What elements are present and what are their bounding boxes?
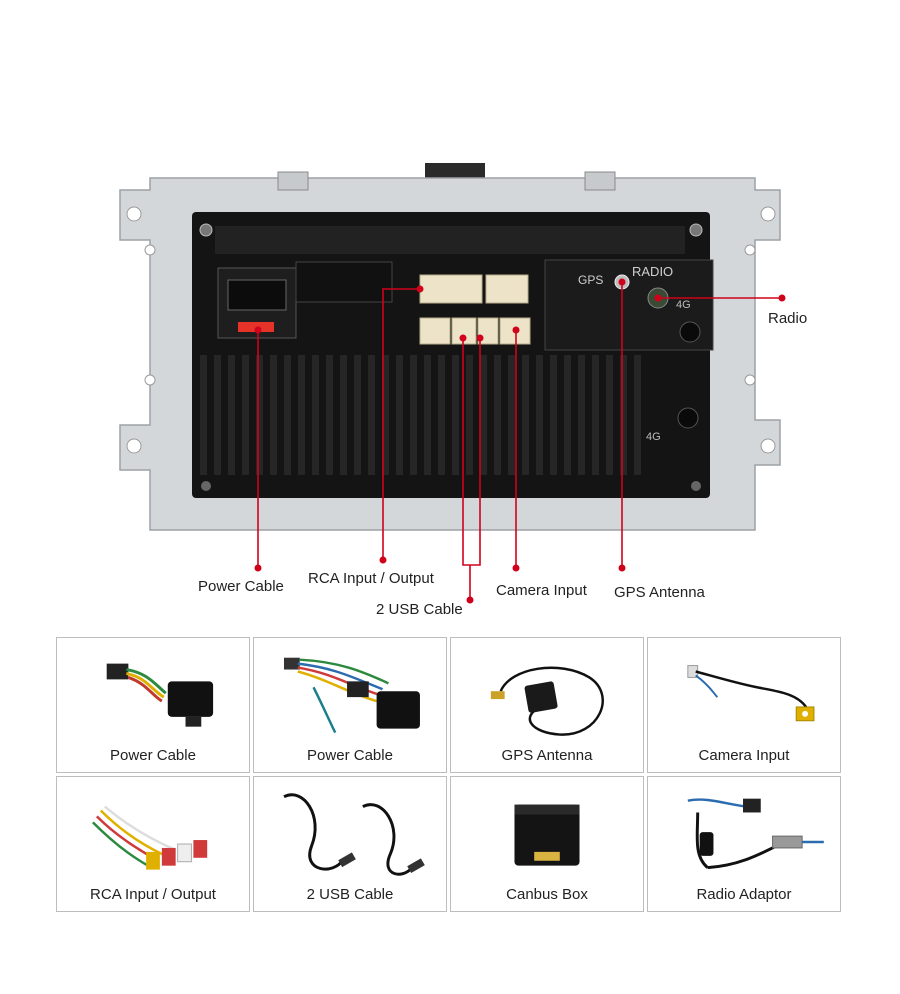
- mount-hole: [744, 244, 756, 256]
- canbus-box-icon: [514, 804, 580, 866]
- accessory-label: GPS Antenna: [501, 747, 593, 764]
- power-harness-icon: [283, 657, 420, 734]
- heatsink-fin: [452, 355, 459, 475]
- screw: [199, 223, 213, 237]
- heatsink-fin: [284, 355, 291, 475]
- head-unit-rear-view: GPS RADIO 4G 4G: [119, 163, 786, 604]
- heatsink-fin: [396, 355, 403, 475]
- callout-lines: [257, 282, 782, 600]
- rca-connector: [419, 274, 483, 304]
- heatsink-fin: [410, 355, 417, 475]
- mount-hole: [144, 374, 156, 386]
- accessory-card: GPS Antenna: [450, 637, 644, 773]
- heatsink-fin: [494, 355, 501, 475]
- gps-port-label: GPS: [578, 273, 603, 287]
- mount-hole: [744, 374, 756, 386]
- heatsink-fin: [578, 355, 585, 475]
- accessories-grid: Power Cable Power Cable GPS Antenna: [56, 637, 841, 912]
- rear-panel: [192, 212, 710, 498]
- heatsink-fin: [270, 355, 277, 475]
- power-harness-icon: [106, 663, 214, 727]
- heatsink-fin: [326, 355, 333, 475]
- callout-radio: Radio: [768, 310, 808, 327]
- radio-adaptor-icon: [687, 798, 824, 870]
- fuse: [238, 322, 274, 332]
- heatsink-fin: [228, 355, 235, 475]
- heatsink-fin: [368, 355, 375, 475]
- port-4g-top-hole: [679, 321, 701, 343]
- accessory-card: Camera Input: [647, 637, 841, 773]
- port-4g-bottom-label: 4G: [646, 431, 661, 443]
- accessory-card: Power Cable: [56, 637, 250, 773]
- heatsink-fin: [214, 355, 221, 475]
- callout-gps-antenna: GPS Antenna: [614, 584, 705, 601]
- screw: [689, 223, 703, 237]
- accessory-card: Radio Adaptor: [647, 776, 841, 912]
- mount-hole: [126, 206, 142, 222]
- heatsink-fin: [438, 355, 445, 475]
- heatsink-fin: [424, 355, 431, 475]
- heatsink-fin: [592, 355, 599, 475]
- heatsink-fin: [508, 355, 515, 475]
- clip: [584, 171, 616, 191]
- accessory-label: Power Cable: [110, 747, 196, 764]
- accessory-card: Canbus Box: [450, 776, 644, 912]
- callout-rca-input-output: RCA Input / Output: [308, 570, 434, 587]
- usb-cable-icon: [283, 793, 425, 876]
- mount-hole: [126, 438, 142, 454]
- gps-antenna-icon: [490, 666, 604, 736]
- heatsink-fin: [564, 355, 571, 475]
- heatsink-fin: [200, 355, 207, 475]
- heatsink-fin: [522, 355, 529, 475]
- accessory-label: Camera Input: [698, 747, 790, 764]
- accessory-label: Power Cable: [307, 747, 393, 764]
- accessory-label: RCA Input / Output: [90, 886, 216, 903]
- heatsink-fin: [634, 355, 641, 475]
- heatsink-fin: [340, 355, 347, 475]
- rca-connector-2: [485, 274, 529, 304]
- accessory-card: RCA Input / Output: [56, 776, 250, 912]
- mount-hole: [760, 438, 776, 454]
- accessory-card: 2 USB Cable: [253, 776, 447, 912]
- clip: [277, 171, 309, 191]
- heatsink-fin: [466, 355, 473, 475]
- mount-hole: [144, 244, 156, 256]
- callout-camera-input: Camera Input: [496, 582, 587, 599]
- heatsink-fin: [620, 355, 627, 475]
- rca-cable-icon: [92, 805, 208, 870]
- heatsink-fin: [242, 355, 249, 475]
- heatsink-fin: [354, 355, 361, 475]
- callout-usb-cable: 2 USB Cable: [376, 601, 463, 618]
- callout-line-usb: [462, 338, 481, 566]
- heatsink-fin: [550, 355, 557, 475]
- power-socket-pins: [227, 279, 287, 311]
- top-vents: [215, 226, 685, 254]
- mount-hole: [760, 206, 776, 222]
- heatsink-fin: [536, 355, 543, 475]
- heatsink-fin: [312, 355, 319, 475]
- screw: [691, 481, 701, 491]
- accessory-card: Power Cable: [253, 637, 447, 773]
- screw: [201, 481, 211, 491]
- heatsink-fin: [480, 355, 487, 475]
- accessory-label: Canbus Box: [506, 886, 588, 903]
- accessory-label: Radio Adaptor: [696, 886, 792, 903]
- callout-line-rca: [382, 288, 420, 560]
- port-4g-bottom-hole: [677, 407, 699, 429]
- heatsink-fin: [382, 355, 389, 475]
- camera-cable-icon: [687, 665, 815, 722]
- callout-power-cable: Power Cable: [198, 578, 284, 595]
- callout-dots: [254, 278, 786, 604]
- port-4g-top-label: 4G: [676, 299, 691, 311]
- heatsink-fins: [200, 355, 641, 475]
- heatsink-fin: [256, 355, 263, 475]
- usb-connector-1: [419, 317, 451, 345]
- aux-socket: [295, 261, 393, 303]
- heatsink-fin: [298, 355, 305, 475]
- accessory-label: 2 USB Cable: [306, 886, 394, 903]
- heatsink-fin: [606, 355, 613, 475]
- head-unit-diagram: GPS RADIO 4G 4G Power Cable RCA Input / …: [119, 163, 808, 618]
- radio-port-label: RADIO: [632, 264, 673, 279]
